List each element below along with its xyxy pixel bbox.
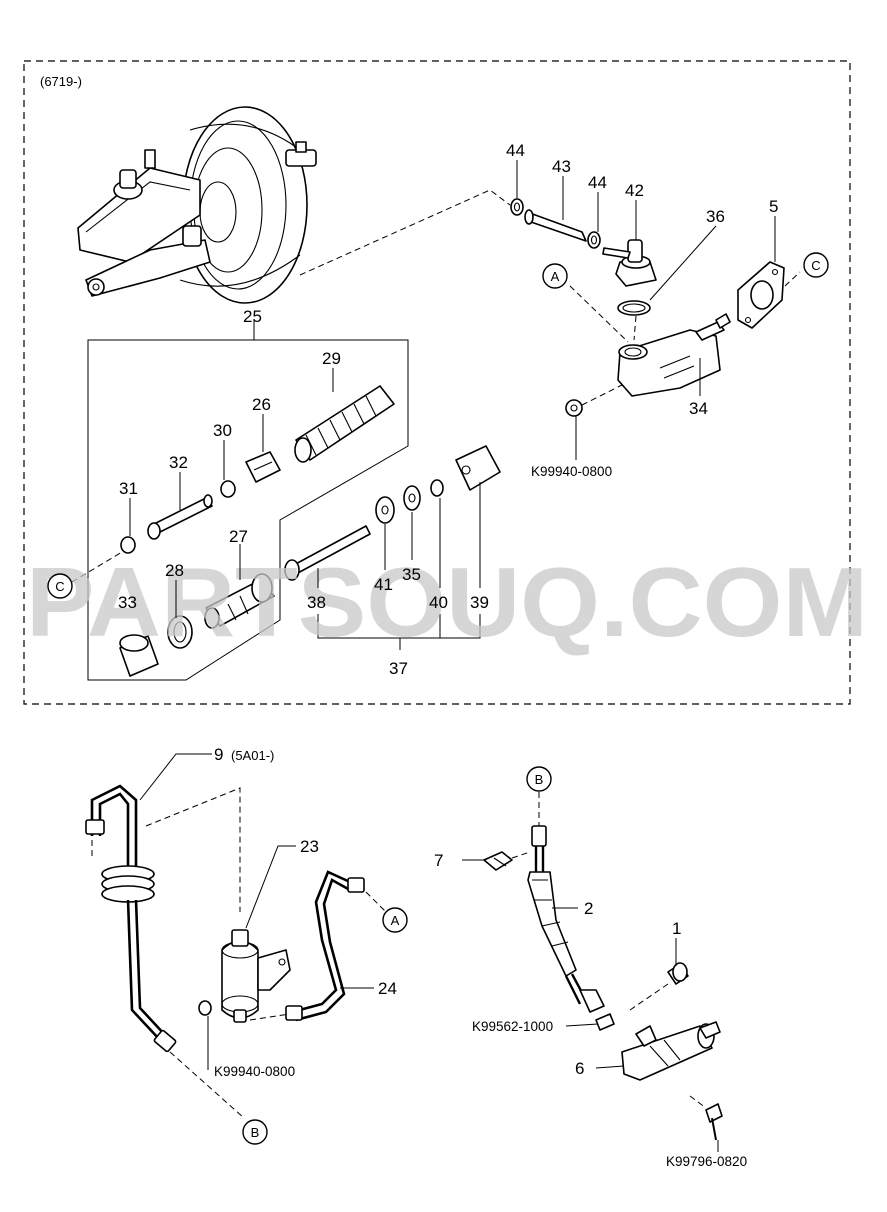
callout-41: 41	[374, 575, 393, 594]
svg-text:B: B	[251, 1125, 260, 1140]
callout-39: 39	[470, 593, 489, 612]
callout-37: 37	[389, 659, 408, 678]
hose-clamp-44a	[510, 198, 524, 216]
seal-28	[167, 615, 193, 649]
svg-text:C: C	[55, 579, 64, 594]
callout-44b: 44	[588, 173, 607, 192]
svg-text:C: C	[811, 258, 820, 273]
brake-booster-illustration	[77, 106, 317, 304]
callout-1: 1	[672, 919, 681, 938]
washer-41	[375, 496, 395, 524]
o-ring-36	[617, 300, 651, 316]
clip-7	[483, 851, 513, 871]
vacuum-hose-43	[524, 209, 587, 242]
connector-b-upper: B	[526, 766, 552, 792]
clutch-hose-2	[527, 825, 605, 1013]
connector-a-upper: A	[542, 263, 568, 289]
boot-29	[294, 385, 395, 463]
assembly-frame	[23, 60, 851, 705]
callout-9-note: (5A01-)	[231, 748, 274, 763]
group-25-box	[87, 339, 409, 681]
nut-31	[120, 536, 136, 554]
release-cylinder-6	[621, 1021, 721, 1081]
callout-29: 29	[322, 349, 341, 368]
clutch-pipe-24	[285, 870, 365, 1022]
clutch-master-cylinder-34	[617, 313, 731, 397]
callout-38: 38	[307, 593, 326, 612]
callout-34: 34	[689, 399, 708, 418]
ref-k99562: K99562-1000	[472, 1019, 553, 1034]
bushing-33	[119, 634, 159, 677]
callout-25: 25	[243, 307, 262, 326]
callout-35: 35	[402, 565, 421, 584]
ref-k99940-lower: K99940-0800	[214, 1064, 295, 1079]
callout-33: 33	[118, 593, 137, 612]
ref-k99940-upper: K99940-0800	[531, 464, 612, 479]
callout-2: 2	[584, 899, 593, 918]
group-37-bracket	[317, 614, 481, 650]
watermark-text: PARTSOUQ.COM	[26, 547, 868, 657]
bracket-39	[455, 445, 501, 491]
bolt-38	[284, 525, 371, 581]
callout-40: 40	[429, 593, 448, 612]
connector-a-lower: A	[382, 907, 408, 933]
clevis-26	[245, 451, 281, 483]
clip-k99562	[595, 1013, 615, 1031]
callout-5: 5	[769, 197, 778, 216]
callout-9: 9	[214, 745, 223, 764]
booster-leader	[299, 189, 511, 276]
clutch-pipe-9	[85, 784, 177, 1053]
nut-40	[430, 479, 444, 497]
callout-44a: 44	[506, 141, 525, 160]
frame-label: (6719-)	[40, 74, 82, 89]
piston-27	[204, 573, 275, 629]
nut-k99940-lower	[198, 1000, 212, 1016]
callout-6: 6	[575, 1059, 584, 1078]
callout-32: 32	[169, 453, 188, 472]
nut-k99940	[565, 399, 583, 417]
bolt-k99796	[705, 1103, 723, 1141]
callout-24: 24	[378, 979, 397, 998]
callout-31: 31	[119, 479, 138, 498]
callout-28: 28	[165, 561, 184, 580]
callout-43: 43	[552, 157, 571, 176]
callout-7: 7	[434, 851, 443, 870]
gasket-5	[737, 261, 785, 329]
damper-23	[221, 929, 291, 1023]
ref-k99796: K99796-0820	[666, 1154, 747, 1169]
callout-30: 30	[213, 421, 232, 440]
svg-text:A: A	[391, 913, 400, 928]
connector-c-right: C	[803, 252, 829, 278]
push-rod-32	[147, 494, 213, 540]
hose-clamp-44b	[587, 231, 601, 249]
connector-c-left: C	[47, 573, 73, 599]
callout-27: 27	[229, 527, 248, 546]
svg-text:A: A	[551, 269, 560, 284]
nut-30	[220, 480, 236, 498]
reservoir-42	[602, 239, 657, 287]
callout-26: 26	[252, 395, 271, 414]
svg-text:B: B	[535, 772, 544, 787]
callout-23: 23	[300, 837, 319, 856]
connector-b-lower: B	[242, 1119, 268, 1145]
callout-36: 36	[706, 207, 725, 226]
spring-washer-35	[403, 485, 421, 511]
bleeder-screw-1	[667, 962, 689, 985]
callout-42: 42	[625, 181, 644, 200]
